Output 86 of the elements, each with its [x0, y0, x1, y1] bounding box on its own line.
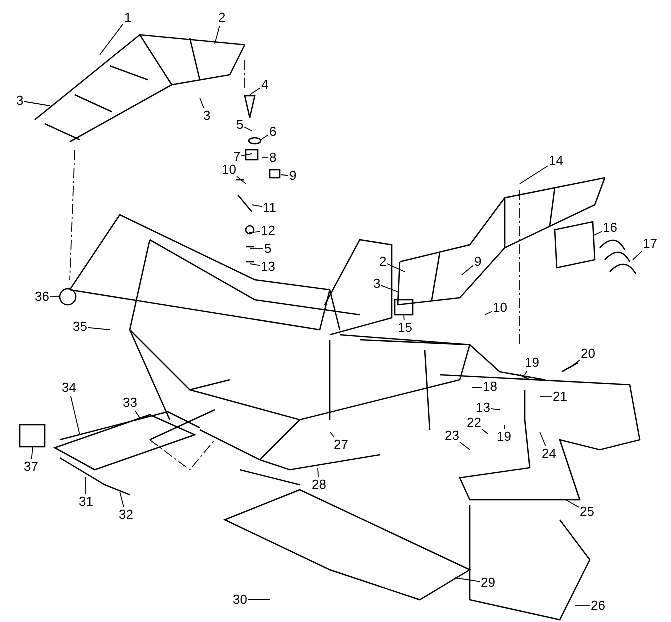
leader-line: [250, 264, 260, 266]
leader-line: [570, 360, 580, 368]
callout-number: 15: [398, 321, 412, 335]
leader-line: [387, 264, 406, 272]
callout-number: 3: [204, 109, 211, 123]
callout-number: 11: [263, 201, 276, 215]
callout-number: 25: [580, 505, 594, 519]
leader-line: [24, 101, 50, 106]
callout-number: 10: [493, 301, 508, 315]
leader-line: [318, 468, 319, 478]
leader-line: [244, 126, 252, 132]
callout-number: 33: [123, 396, 138, 410]
callout-number: 5: [236, 118, 244, 132]
callout-number: 31: [79, 495, 94, 509]
leader-line: [260, 134, 269, 140]
leader-line: [100, 24, 124, 56]
leader-line: [120, 492, 124, 508]
callout-number: 30: [233, 593, 248, 607]
leader-line: [540, 432, 546, 446]
callout-number: 19: [497, 430, 512, 444]
callout-number: 3: [374, 277, 381, 291]
leader-line: [490, 408, 500, 410]
callout-number: 36: [35, 290, 50, 304]
leader-line: [31, 446, 34, 460]
callout-number: 10: [222, 163, 236, 177]
callout-number: 24: [542, 447, 556, 461]
leader-line: [280, 174, 289, 176]
leader-line: [88, 327, 110, 330]
callout-number: 35: [73, 320, 88, 334]
callout-number: 20: [581, 347, 596, 361]
leader-line: [50, 296, 60, 298]
callout-number: 37: [24, 460, 38, 474]
leader-line: [632, 251, 642, 260]
callout-number: 21: [553, 390, 568, 404]
leader-line: [454, 578, 480, 582]
callout-number: 6: [270, 125, 277, 139]
leader-line: [381, 285, 398, 292]
callout-number: 34: [62, 381, 76, 395]
leader-line: [236, 176, 246, 184]
leader-line: [250, 248, 264, 250]
callout-number: 14: [549, 154, 564, 168]
callout-number: 18: [483, 380, 498, 394]
leader-line: [504, 424, 506, 430]
leader-line: [214, 26, 220, 44]
leader-line: [482, 428, 488, 434]
leader-line: [462, 265, 474, 276]
callout-number: 7: [234, 150, 241, 164]
leader-line: [241, 154, 252, 157]
callout-number: 5: [264, 242, 272, 256]
callout-number: 8: [270, 151, 277, 165]
leader-line: [134, 410, 140, 418]
callout-number: 27: [334, 438, 348, 452]
leader-line: [524, 370, 528, 376]
callout-number: 2: [380, 255, 387, 269]
callout-number: 17: [643, 237, 658, 251]
callout-number: 22: [467, 416, 482, 430]
callout-number: 19: [525, 356, 540, 370]
callout-number: 13: [476, 401, 490, 415]
callout-number: 29: [481, 576, 496, 590]
leader-line: [472, 387, 482, 388]
callout-number: 26: [591, 599, 606, 613]
callout-number: 4: [262, 78, 269, 92]
leader-line: [520, 166, 548, 184]
callout-number: 13: [261, 260, 276, 274]
leader-line: [252, 204, 262, 208]
leader-line: [330, 432, 335, 438]
leader-line: [248, 231, 260, 234]
leader-line: [250, 88, 261, 96]
leader-line: [484, 311, 492, 316]
leader-line: [566, 500, 580, 508]
callout-number: 32: [119, 508, 134, 522]
leader-line: [70, 396, 80, 436]
callout-number: 16: [603, 221, 618, 235]
leader-line: [460, 442, 470, 450]
callout-number: 28: [312, 478, 326, 492]
leader-line: [540, 396, 552, 398]
leader-line: [592, 231, 602, 236]
callout-number: 1: [124, 11, 132, 25]
callout-number: 9: [474, 255, 482, 269]
leader-line: [404, 314, 405, 320]
leader-line: [200, 98, 204, 108]
callout-number: 9: [290, 169, 297, 183]
callout-number: 2: [218, 11, 226, 25]
callout-number: 3: [16, 94, 24, 108]
callout-number: 12: [261, 224, 276, 238]
callout-number: 23: [445, 429, 460, 443]
